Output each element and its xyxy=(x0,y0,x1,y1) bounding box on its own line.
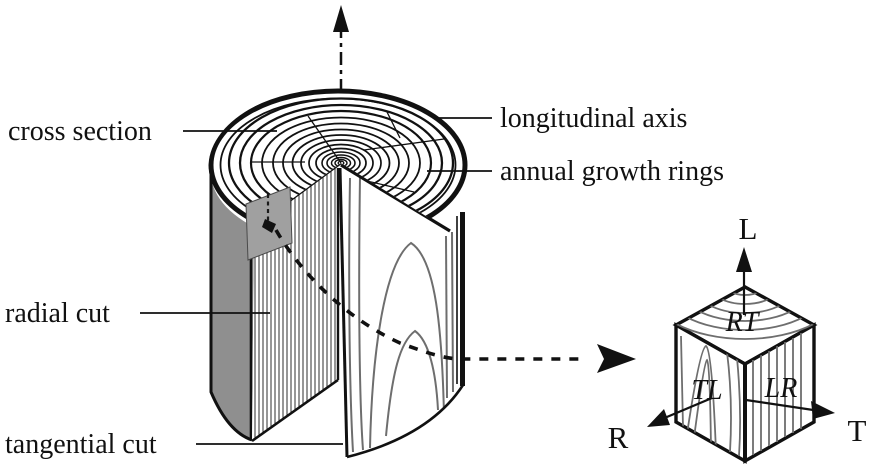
tangential-grain xyxy=(348,175,454,453)
label-radial-cut: radial cut xyxy=(5,298,110,329)
cube-diagram: L R T RT TL LR xyxy=(608,211,867,464)
label-axis-t: T xyxy=(848,413,867,448)
radial-grain xyxy=(254,164,336,441)
axis-l-arrowhead-icon xyxy=(736,247,752,272)
tangential-face xyxy=(338,163,465,459)
label-annual-growth-rings: annual growth rings xyxy=(500,156,724,187)
right-arrowhead-icon xyxy=(597,344,636,373)
up-arrowhead-icon xyxy=(333,5,349,32)
cube-axes xyxy=(647,247,835,427)
axis-r-arrowhead-icon xyxy=(647,409,670,427)
label-longitudinal-axis: longitudinal axis xyxy=(500,103,687,134)
label-cross-section: cross section xyxy=(8,116,152,147)
log-illustration xyxy=(208,5,636,459)
label-face-rt: RT xyxy=(725,307,761,338)
cube-left-grain xyxy=(680,335,742,457)
axis-t-arrowhead-icon xyxy=(811,401,835,419)
tangential-board-edge xyxy=(338,167,349,458)
leader-lines xyxy=(140,117,492,445)
sample-mark xyxy=(262,219,276,233)
wood-rays xyxy=(250,111,445,193)
label-axis-r: R xyxy=(608,420,629,455)
label-tangential-cut: tangential cut xyxy=(5,429,157,460)
label-face-tl: TL xyxy=(691,375,722,406)
bark-band xyxy=(209,165,254,442)
dashed-extraction-arrow xyxy=(274,229,636,373)
longitudinal-axis-arrow xyxy=(333,5,349,92)
label-face-lr: LR xyxy=(764,373,798,404)
label-axis-l: L xyxy=(739,211,758,246)
sample-patch xyxy=(245,186,293,261)
